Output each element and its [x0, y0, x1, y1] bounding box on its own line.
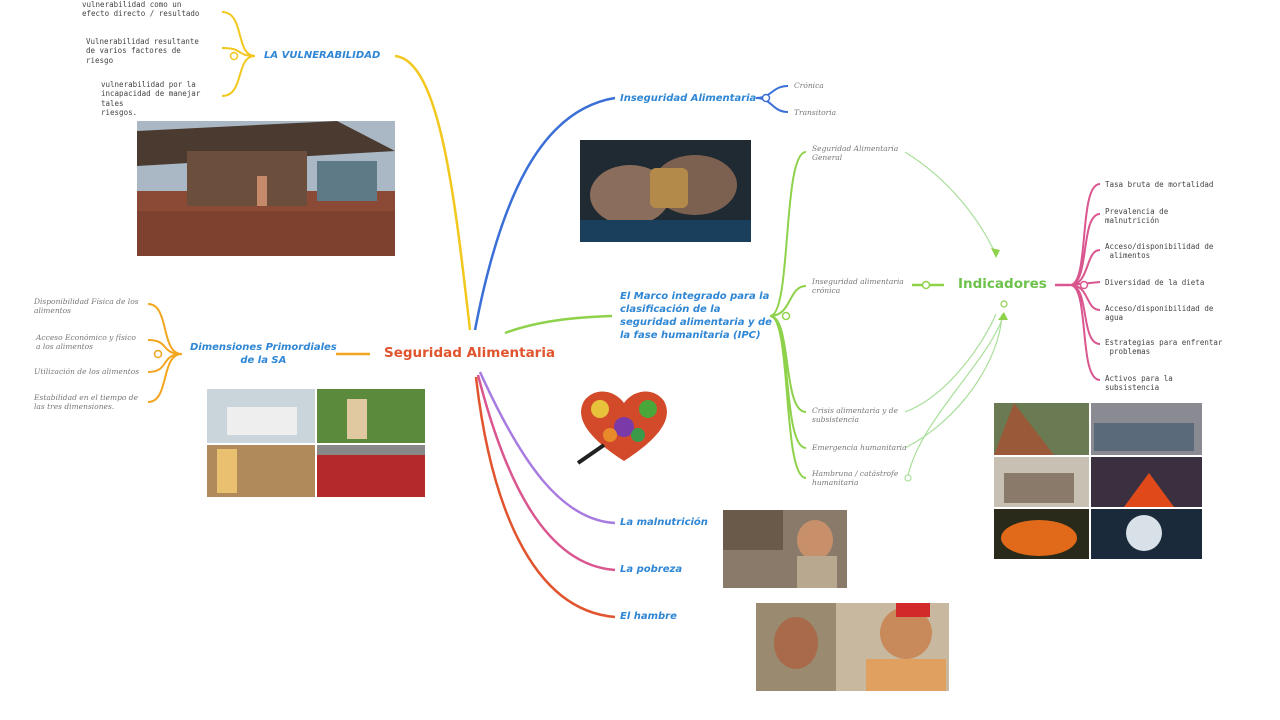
- branch-marco: [504, 314, 613, 335]
- hunger-children-photo: [756, 603, 949, 691]
- food-supply-collage: [207, 389, 425, 497]
- ipc-phase-5: Hambruna / catástrofe humanitaria: [812, 469, 899, 488]
- branch-inseguridad: [473, 96, 616, 331]
- dimension-item-3: Utilización de los alimentos: [34, 367, 140, 376]
- ipc-phase-4: Emergencia humanitaria: [812, 443, 907, 452]
- inseguridad-bracket: [755, 85, 789, 113]
- central-topic[interactable]: Seguridad Alimentaria: [384, 345, 556, 361]
- indicador-item-4: Diversidad de la dieta: [1105, 278, 1205, 287]
- branch-vulnerabilidad: [394, 54, 472, 331]
- malnutricion-label[interactable]: La malnutrición: [620, 517, 708, 528]
- disasters-collage: [994, 403, 1202, 559]
- poverty-house-photo: [137, 121, 395, 256]
- ipc-phase-2: Inseguridad alimentaria crónica: [812, 277, 904, 296]
- dimension-item-4: Estabilidad en el tiempo de las tres dim…: [34, 393, 139, 412]
- dimensiones-label[interactable]: Dimensiones Primordiales de la SA: [190, 342, 337, 366]
- pobreza-label[interactable]: La pobreza: [620, 564, 683, 575]
- indicador-item-1: Tasa bruta de mortalidad: [1105, 180, 1214, 189]
- marco-bracket: [769, 151, 807, 479]
- indicador-item-5: Acceso/disponibilidad de agua: [1105, 304, 1214, 323]
- branch-hambre: [474, 376, 616, 619]
- dimension-item-1: Disponibilidad Física de los alimentos: [34, 297, 139, 316]
- dimension-item-2: Acceso Económico y físico a los alimento…: [36, 333, 136, 352]
- indicador-item-7: Activos para la subsistencia: [1105, 374, 1173, 393]
- hambre-label[interactable]: El hambre: [620, 611, 677, 622]
- dimensiones-bracket: [147, 303, 183, 403]
- ipc-phase-1: Seguridad Alimentaria General: [812, 144, 899, 163]
- marco-ipc-label[interactable]: El Marco integrado para la clasificación…: [620, 291, 772, 341]
- indicador-item-3: Acceso/disponibilidad de alimentos: [1105, 242, 1214, 261]
- inseguridad-item-cronica: Crónica: [794, 81, 824, 90]
- vulnerabilidad-item-2: Vulnerabilidad resultante de varios fact…: [86, 37, 199, 65]
- malnourished-child-photo: [723, 510, 847, 588]
- vulnerabilidad-bracket: [221, 11, 256, 97]
- fruit-heart-photo: [570, 385, 678, 467]
- ipc-phase-3: Crisis alimentaria y de subsistencia: [812, 406, 899, 425]
- inseguridad-label[interactable]: Inseguridad Alimentaria: [620, 93, 757, 104]
- vulnerabilidad-label[interactable]: LA VULNERABILIDAD: [264, 50, 381, 61]
- inseguridad-item-transitoria: Transitoria: [794, 108, 837, 117]
- indicador-item-2: Prevalencia de malnutrición: [1105, 207, 1169, 226]
- branch-pobreza: [476, 374, 616, 572]
- vulnerabilidad-item-3: vulnerabilidad por la incapacidad de man…: [101, 80, 201, 118]
- branch-malnutricion: [478, 371, 616, 525]
- vulnerabilidad-item-1: vulnerabilidad como un efecto directo / …: [82, 0, 200, 19]
- indicadores-label[interactable]: Indicadores: [958, 276, 1047, 292]
- hands-bread-photo: [580, 140, 751, 242]
- indicador-item-6: Estrategias para enfrentar problemas: [1105, 338, 1223, 357]
